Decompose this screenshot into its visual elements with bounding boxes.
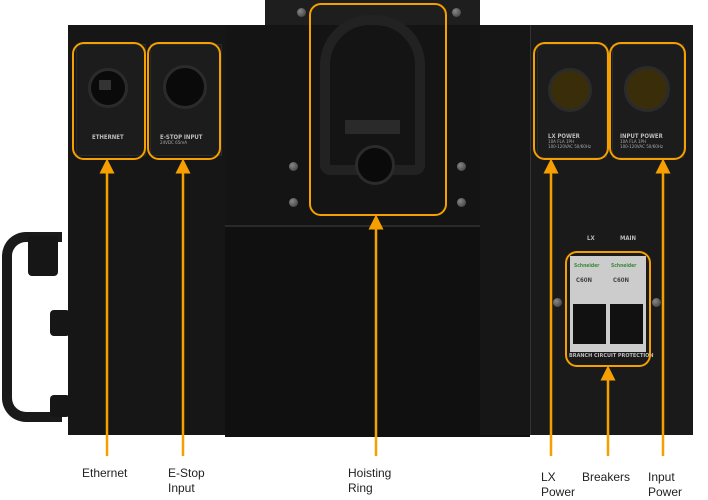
breaker-brand: Schneider <box>574 263 600 269</box>
estop-title: E-STOP INPUT <box>160 134 203 141</box>
bolt-icon <box>457 198 466 207</box>
ethernet-jack-icon <box>99 80 111 90</box>
hoisting-ring-base <box>355 145 395 185</box>
breaker-main-switch[interactable] <box>610 304 643 344</box>
input-power-title: INPUT POWER <box>620 133 663 140</box>
callout-lx-power: LX Power <box>541 470 576 499</box>
ethernet-label: ETHERNET <box>92 134 124 141</box>
estop-spec: 24VDC 65mA <box>160 141 188 146</box>
lx-power-spec: 10A FLA 1PH <box>548 140 575 145</box>
lx-power-spec: 100-120VAC 50/60Hz <box>548 145 592 150</box>
input-power-inlet[interactable] <box>624 66 670 112</box>
breaker-footer: BRANCH CIRCUIT PROTECTION <box>569 353 654 359</box>
lx-power-outlet[interactable] <box>548 68 592 112</box>
breaker-main-label: MAIN <box>620 235 637 242</box>
input-power-spec: 100-120VAC 50/60Hz <box>620 145 664 150</box>
breaker-lx-switch[interactable] <box>573 304 606 344</box>
center-lower-plate <box>225 225 530 437</box>
lx-power-title: LX POWER <box>548 133 580 140</box>
lx-power-highlight <box>533 42 609 160</box>
breaker-lx-label: LX <box>587 235 595 242</box>
callout-ethernet: Ethernet <box>82 466 128 480</box>
cable-connector <box>28 236 58 276</box>
input-power-highlight <box>609 42 686 160</box>
breaker-brand: Schneider <box>611 263 637 269</box>
bolt-icon <box>297 8 306 17</box>
callout-estop: E-Stop Input <box>168 466 205 495</box>
breaker-model: C60N <box>613 277 629 284</box>
side-knob <box>50 395 70 417</box>
callout-hoisting-ring: Hoisting Ring <box>348 466 392 495</box>
bolt-icon <box>457 162 466 171</box>
estop-connector[interactable] <box>163 65 207 109</box>
bolt-icon <box>553 298 562 307</box>
bolt-icon <box>652 298 661 307</box>
input-power-spec: 10A FLA 1PH <box>620 140 647 145</box>
hoisting-ring-plate <box>345 120 400 134</box>
side-knob <box>50 310 70 336</box>
bolt-icon <box>289 162 298 171</box>
bolt-icon <box>289 198 298 207</box>
ethernet-port[interactable] <box>88 68 128 108</box>
breaker-model: C60N <box>576 277 592 284</box>
callout-input-power: Input Power <box>648 470 683 499</box>
bolt-icon <box>452 8 461 17</box>
callout-breakers: Breakers <box>582 470 631 484</box>
